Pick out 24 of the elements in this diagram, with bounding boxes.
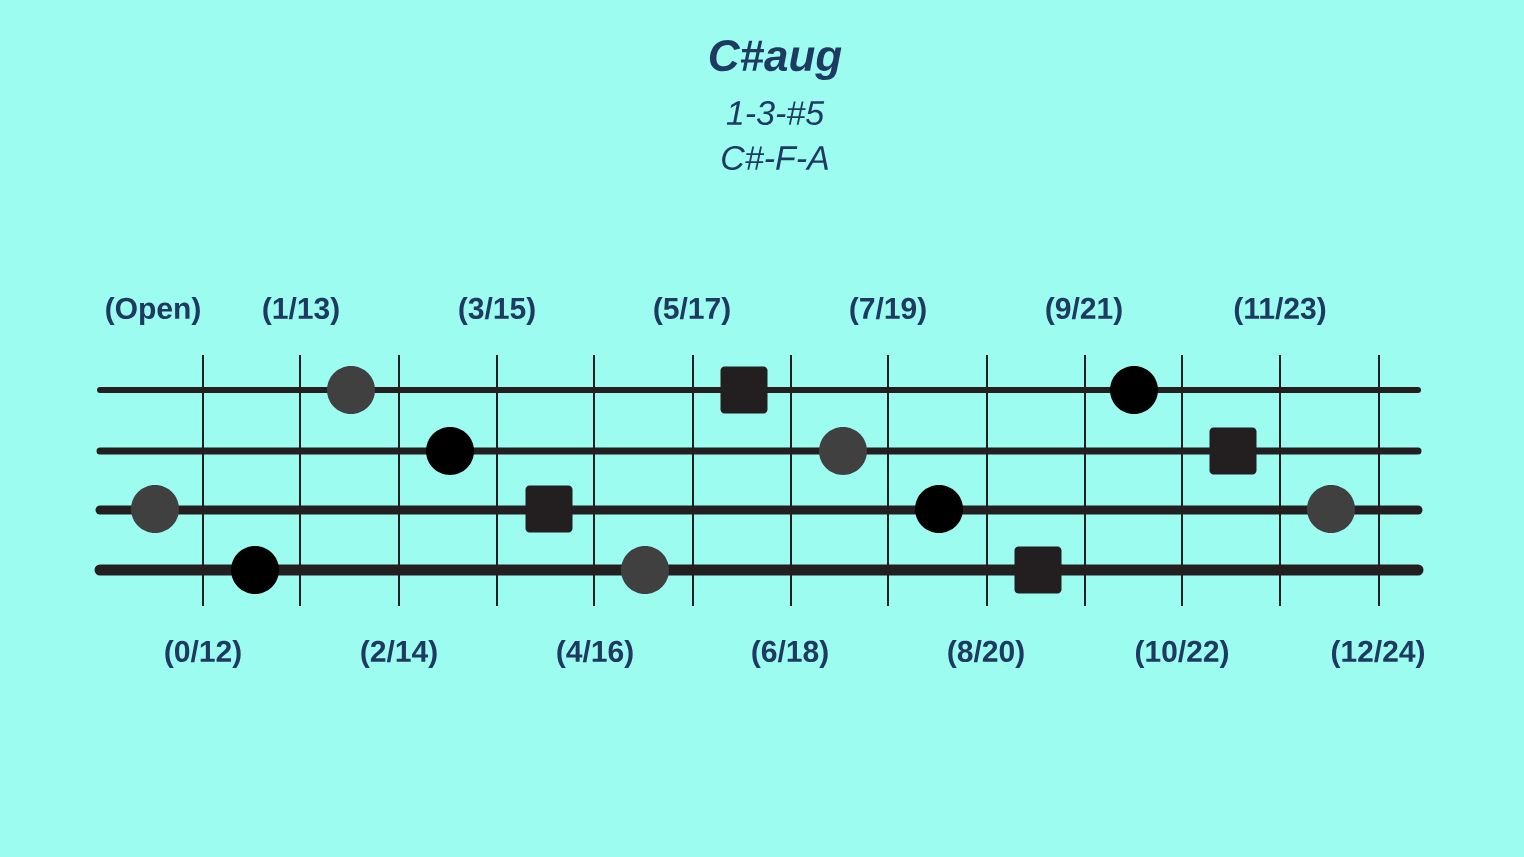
fret-number: (10/22) [1135, 640, 1229, 668]
subtitle: C#-F-A [722, 145, 828, 171]
dot-marker [819, 427, 867, 475]
dot-marker [915, 485, 963, 533]
dot-marker [1110, 366, 1158, 414]
fret-number: (11/23) [1234, 297, 1326, 325]
square-marker [1209, 427, 1257, 475]
square-marker [1014, 546, 1062, 594]
fret-number: (3/15) [459, 297, 535, 325]
fret-number: (7/19) [850, 297, 926, 325]
square-marker [525, 485, 573, 533]
dot-marker [131, 485, 179, 533]
subtitle: 1-3-#5 [726, 100, 825, 126]
dot-marker [231, 546, 279, 594]
fret-number: (6/18) [752, 640, 828, 668]
square-marker [720, 366, 768, 414]
fret-number: (2/14) [361, 640, 437, 668]
fret-number: (12/24) [1331, 640, 1425, 668]
dot-marker [327, 366, 375, 414]
dot-marker [426, 427, 474, 475]
title: C#aug [709, 40, 842, 80]
dot-marker [1307, 485, 1355, 533]
dot-marker [621, 546, 669, 594]
fret-number: (Open) [106, 297, 200, 325]
